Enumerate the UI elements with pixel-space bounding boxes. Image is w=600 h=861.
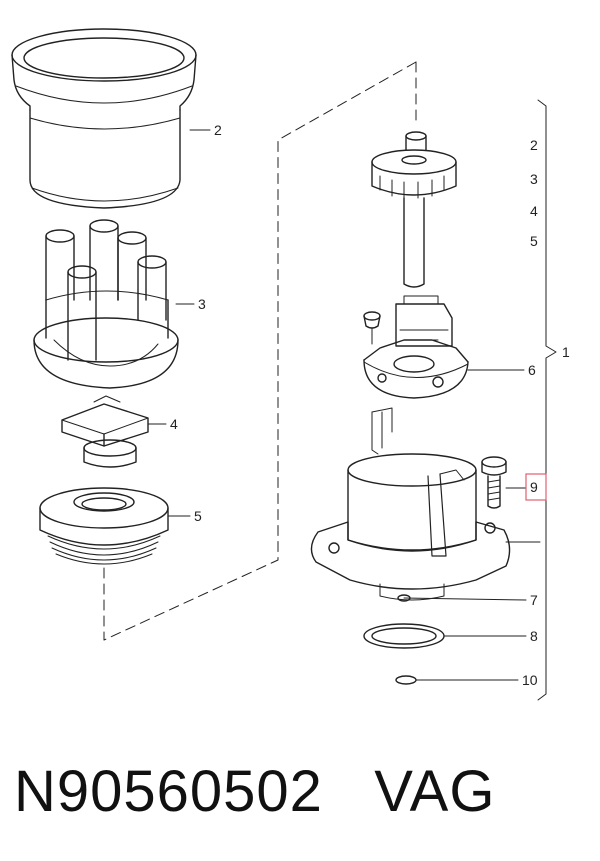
- rotor-drawing: [61, 395, 149, 468]
- sensor-plate-drawing: [363, 295, 469, 399]
- label-plate: 6: [528, 362, 536, 378]
- distributor-cap-drawing: [33, 219, 179, 389]
- label-group: 1: [562, 344, 570, 360]
- label-bolt: 9: [530, 479, 538, 495]
- bolt-drawing: [481, 456, 507, 509]
- part-caption: N90560502 VAG: [14, 752, 594, 832]
- list-label-2: 2: [530, 137, 538, 153]
- housing-drawing: [310, 407, 511, 602]
- dashed-explode-frame: [103, 61, 417, 641]
- list-label-3: 3: [530, 171, 538, 187]
- brand-name: VAG: [374, 759, 496, 824]
- list-label-4: 4: [530, 203, 538, 219]
- label-small-ring: 10: [522, 672, 538, 688]
- highlight-box: [525, 473, 547, 501]
- label-seal: 5: [194, 508, 202, 524]
- label-rotor: 4: [170, 416, 178, 432]
- part-number: N90560502: [14, 759, 323, 824]
- list-label-5: 5: [530, 233, 538, 249]
- group-bracket: [537, 99, 557, 701]
- label-distributor-cap: 3: [198, 296, 206, 312]
- small-ring-drawing: [395, 675, 417, 685]
- label-cup-cover: 2: [214, 122, 222, 138]
- label-o-ring: 8: [530, 628, 538, 644]
- shaft-gear-drawing: [371, 131, 457, 288]
- label-shaft-ring: 7: [530, 592, 538, 608]
- leader-lines: [147, 129, 541, 681]
- seal-base-drawing: [39, 487, 169, 565]
- o-ring-drawing: [363, 623, 445, 649]
- cup-cover-drawing: [11, 28, 197, 209]
